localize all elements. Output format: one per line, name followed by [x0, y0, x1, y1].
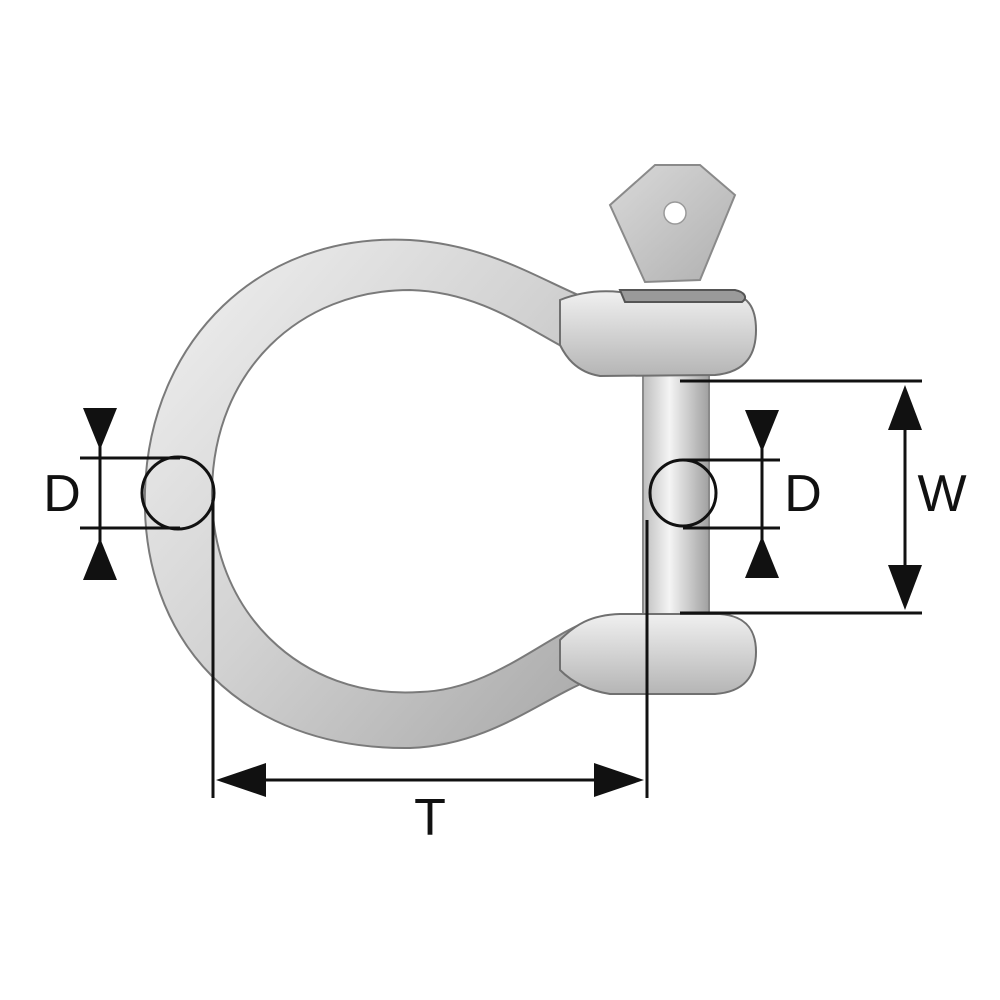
arrow-up-icon [888, 385, 922, 430]
dimension-label-t: T [414, 789, 446, 847]
pin-tab [608, 164, 737, 284]
arrowheads [83, 385, 922, 797]
bottom-ear [559, 613, 758, 695]
arrow-down-icon [888, 565, 922, 610]
arrow-up-icon [745, 536, 779, 578]
dimension-label-d-left: D [43, 465, 81, 523]
tab-hole [663, 201, 687, 225]
arrow-left-icon [216, 763, 266, 797]
dimension-lines [80, 379, 922, 798]
arrow-up-icon [83, 538, 117, 580]
dimension-label-d-right: D [784, 465, 822, 523]
arrow-down-icon [745, 410, 779, 452]
top-ear [559, 289, 758, 378]
dimension-label-w: W [917, 465, 967, 523]
arrow-right-icon [594, 763, 644, 797]
arrow-down-icon [83, 408, 117, 450]
